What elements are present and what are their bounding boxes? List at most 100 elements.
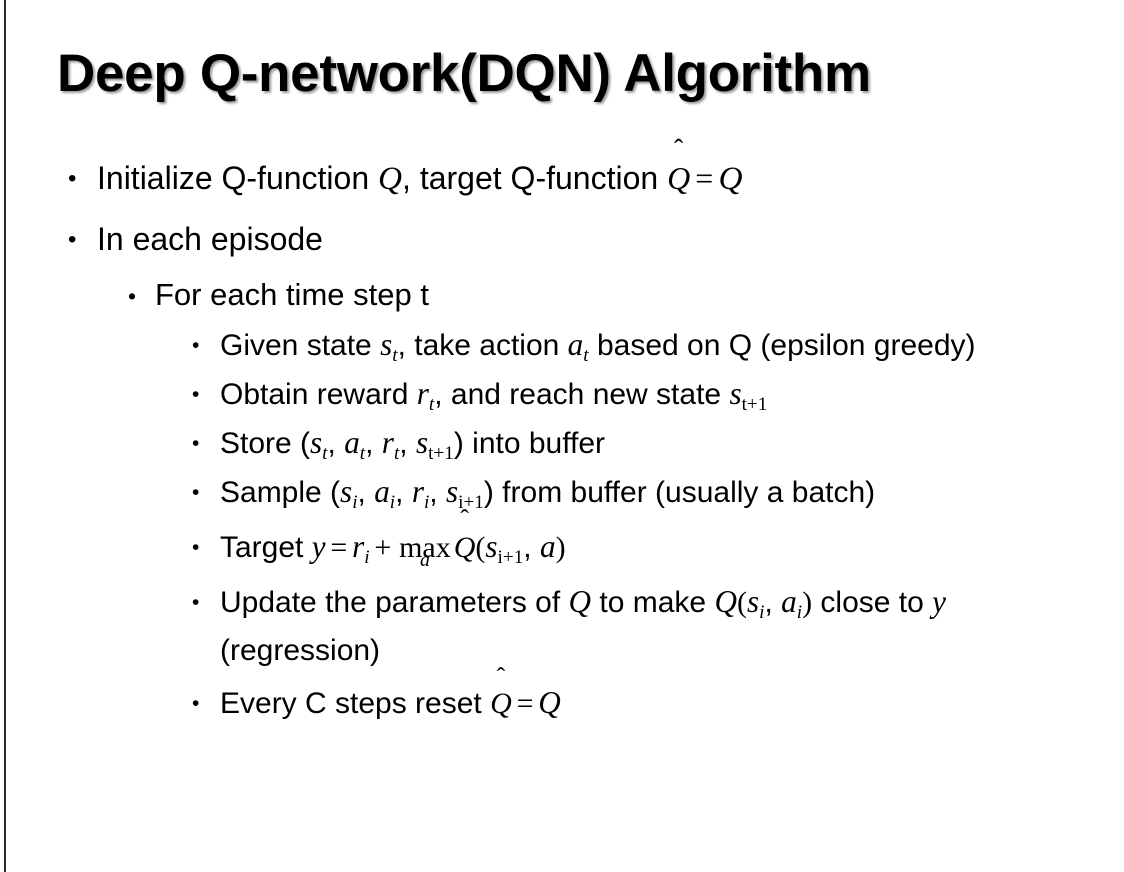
math-s: s (415, 425, 429, 460)
math-r: r (381, 425, 394, 460)
bullet-for-each-time-step-content: For each time step t (155, 277, 429, 312)
text-segment: based on Q (epsilon greedy) (588, 329, 976, 362)
math-q: Q (568, 584, 592, 619)
text-segment: , target Q-function (402, 160, 668, 196)
bullet-obtain-reward: • Obtain reward rt, and reach new state … (0, 370, 1124, 419)
math-a: a (781, 584, 797, 619)
text-segment: Store ( (220, 427, 311, 460)
math-q: Q (378, 160, 403, 197)
text-segment: Target (220, 531, 312, 564)
bullet-initialize-content: Initialize Q-function Q, target Q-functi… (97, 148, 1124, 209)
math-equals: = (516, 687, 534, 720)
bullet-store-transition-content: Store (st, at, rt, st+1) into buffer (220, 419, 1094, 468)
bullet-in-each-episode: • In each episode (0, 209, 1124, 269)
text-segment: ) into buffer (453, 427, 606, 460)
text-segment: , (327, 427, 345, 460)
math-paren-close: ) (802, 586, 813, 619)
math-q-base: Q (453, 531, 476, 564)
bullet-target-formula: • Target y=ri+maxâQ(si+1, a) (0, 517, 1124, 578)
math-s: s (729, 376, 742, 411)
math-max-variable: a (419, 549, 430, 572)
bullet-sample-batch: • Sample (si, ai, ri, si+1) from buffer … (0, 468, 1124, 517)
math-paren-close: ) (555, 531, 566, 564)
math-subscript: t+1 (741, 393, 768, 415)
bullet-sample-batch-content: Sample (si, ai, ri, si+1) from buffer (u… (220, 468, 1094, 517)
bullet-store-transition: • Store (st, at, rt, st+1) into buffer (0, 419, 1124, 468)
math-subscript: i (423, 491, 430, 513)
bullet-marker-icon: • (192, 536, 200, 559)
bullet-reset-target-network: • Every C steps reset ̂Q=Q (0, 675, 1124, 732)
bullet-for-each-time-step: • For each time step t (0, 269, 1124, 321)
bullet-reset-target-network-content: Every C steps reset ̂Q=Q (220, 675, 1094, 732)
text-segment: Obtain reward (220, 378, 417, 411)
math-subscript: i+1 (497, 546, 524, 568)
math-subscript: t (393, 442, 400, 464)
bullet-marker-icon: • (192, 383, 200, 406)
bullet-marker-icon: • (192, 591, 200, 614)
bullet-marker-icon: • (68, 226, 77, 253)
text-segment: , (357, 476, 375, 509)
math-subscript: t+1 (428, 442, 454, 464)
bullet-update-parameters: • Update the parameters of Q to make Q(s… (0, 578, 1124, 675)
text-segment: , and reach new state (434, 378, 730, 411)
bullet-marker-icon: • (192, 334, 200, 357)
bullet-update-parameters-content: Update the parameters of Q to make Q(si,… (220, 578, 1094, 675)
bullet-initialize: • Initialize Q-function Q, target Q-func… (0, 148, 1124, 209)
math-y: y (932, 584, 946, 619)
math-q-hat: ̂Q (490, 676, 512, 732)
text-segment: Every C steps reset (220, 687, 491, 720)
math-s: s (746, 584, 760, 619)
math-paren-open: ( (475, 531, 486, 564)
text-segment: to make (591, 586, 715, 619)
math-subscript: i (352, 491, 358, 513)
bullet-marker-icon: • (68, 165, 77, 192)
slide-left-border (4, 0, 6, 872)
bullet-marker-icon: • (192, 481, 200, 504)
math-q-hat: ̂Q (667, 148, 690, 208)
math-s: s (310, 425, 323, 460)
text-segment: Update the parameters of (220, 586, 569, 619)
math-subscript: i (759, 601, 765, 623)
math-q: Q (538, 685, 561, 720)
math-equals: = (695, 160, 714, 196)
math-y: y (311, 529, 326, 564)
bullet-marker-icon: • (192, 432, 200, 455)
text-segment: (regression) (220, 634, 381, 667)
text-segment: , (429, 476, 446, 509)
math-subscript: t (583, 344, 589, 366)
math-s: s (340, 474, 353, 509)
math-a: a (539, 529, 556, 564)
math-a: a (567, 327, 584, 362)
text-segment: ) from buffer (usually a batch) (483, 476, 876, 509)
text-segment: , (764, 586, 782, 619)
math-q-base: Q (490, 687, 512, 720)
text-segment: Given state (220, 329, 381, 362)
math-subscript: i+1 (458, 491, 484, 513)
math-q: Q (718, 160, 743, 197)
math-subscript: t (428, 393, 435, 415)
math-s: s (380, 327, 393, 362)
math-q-hat: ̂Q (454, 518, 476, 578)
math-q: Q (714, 584, 737, 619)
bullet-marker-icon: • (192, 692, 200, 715)
math-s: s (445, 474, 459, 509)
text-segment: , take action (397, 329, 568, 362)
text-segment: , (399, 427, 416, 460)
bullet-obtain-reward-content: Obtain reward rt, and reach new state st… (220, 370, 1094, 419)
math-q-base: Q (667, 160, 691, 196)
math-plus: + (374, 531, 392, 564)
math-a: a (344, 425, 360, 460)
bullet-marker-icon: • (128, 283, 137, 309)
math-r: r (352, 529, 365, 564)
math-r: r (411, 474, 424, 509)
bullet-given-state-content: Given state st, take action at based on … (220, 321, 1094, 370)
text-segment: close to (812, 586, 933, 619)
bullet-given-state: • Given state st, take action at based o… (0, 321, 1124, 370)
math-a: a (374, 474, 390, 509)
math-s: s (485, 529, 498, 564)
text-segment: , (395, 476, 412, 509)
math-r: r (416, 376, 429, 411)
math-max-label: max (399, 531, 451, 564)
text-segment: Sample ( (220, 476, 341, 509)
